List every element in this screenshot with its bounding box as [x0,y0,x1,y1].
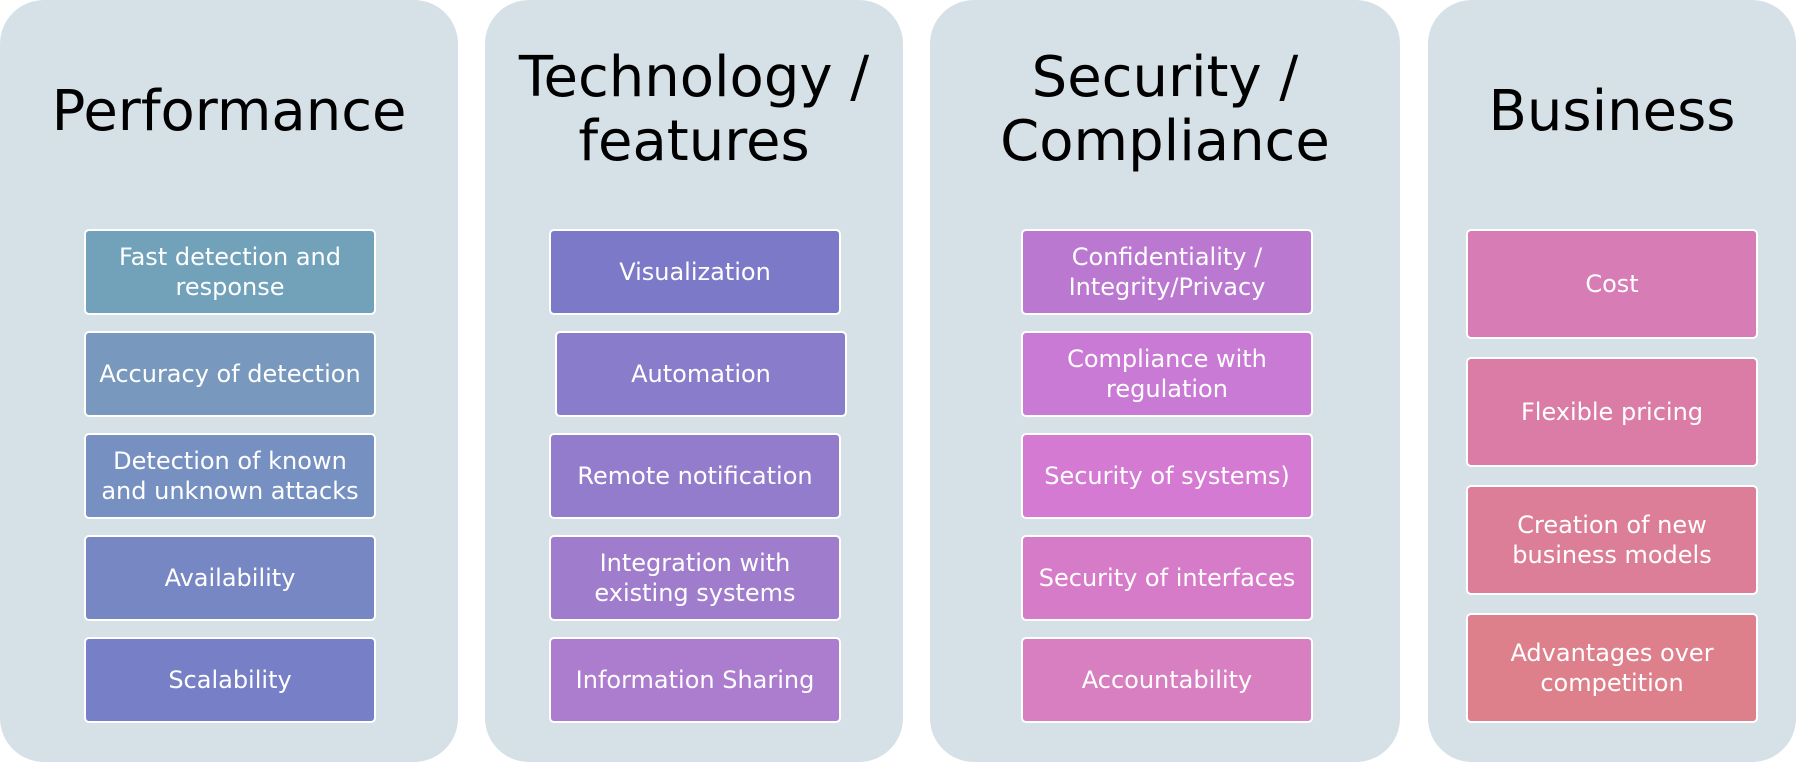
item-label: Availability [164,564,296,592]
item-box: Security of interfaces [1021,535,1313,621]
item-label: Accountability [1081,666,1253,694]
item-box: Accountability [1021,637,1313,723]
item-box: Integration with existing systems [549,535,841,621]
panel-title: Security / Compliance [1000,45,1330,174]
item-box: Compliance with regulation [1021,331,1313,417]
item-box: Cost [1466,229,1758,339]
item-label: Cost [1585,270,1639,298]
item-box: Scalability [84,637,376,723]
item-box: Creation of new business models [1466,485,1758,595]
item-box: Remote notification [549,433,841,519]
item-label: Scalability [168,666,292,694]
item-label: Information Sharing [575,666,815,694]
item-label: Accuracy of detection [99,360,361,388]
item-box: Fast detection and response [84,229,376,315]
item-label: Fast detection and response [119,243,341,301]
item-box: Accuracy of detection [84,331,376,417]
panel-title: Business [1488,79,1736,144]
item-box: Confidentiality / Integrity/Privacy [1021,229,1313,315]
item-box: Information Sharing [549,637,841,723]
panel-title: Technology / features [518,45,870,174]
item-box: Visualization [549,229,841,315]
item-label: Confidentiality / Integrity/Privacy [1068,243,1266,301]
item-label: Security of systems) [1044,462,1290,490]
item-label: Compliance with regulation [1067,345,1267,403]
item-label: Security of interfaces [1038,564,1296,592]
panel-title: Performance [51,79,407,144]
item-box: Flexible pricing [1466,357,1758,467]
item-box: Availability [84,535,376,621]
item-box: Advantages over competition [1466,613,1758,723]
item-label: Integration with existing systems [594,549,796,607]
item-label: Advantages over competition [1510,639,1714,697]
item-box: Detection of known and unknown attacks [84,433,376,519]
item-box: Automation [555,331,847,417]
item-label: Creation of new business models [1512,511,1712,569]
item-label: Remote notification [577,462,813,490]
item-box: Security of systems) [1021,433,1313,519]
item-label: Flexible pricing [1520,398,1704,426]
item-label: Automation [631,360,771,388]
item-label: Visualization [619,258,771,286]
item-label: Detection of known and unknown attacks [101,447,359,505]
